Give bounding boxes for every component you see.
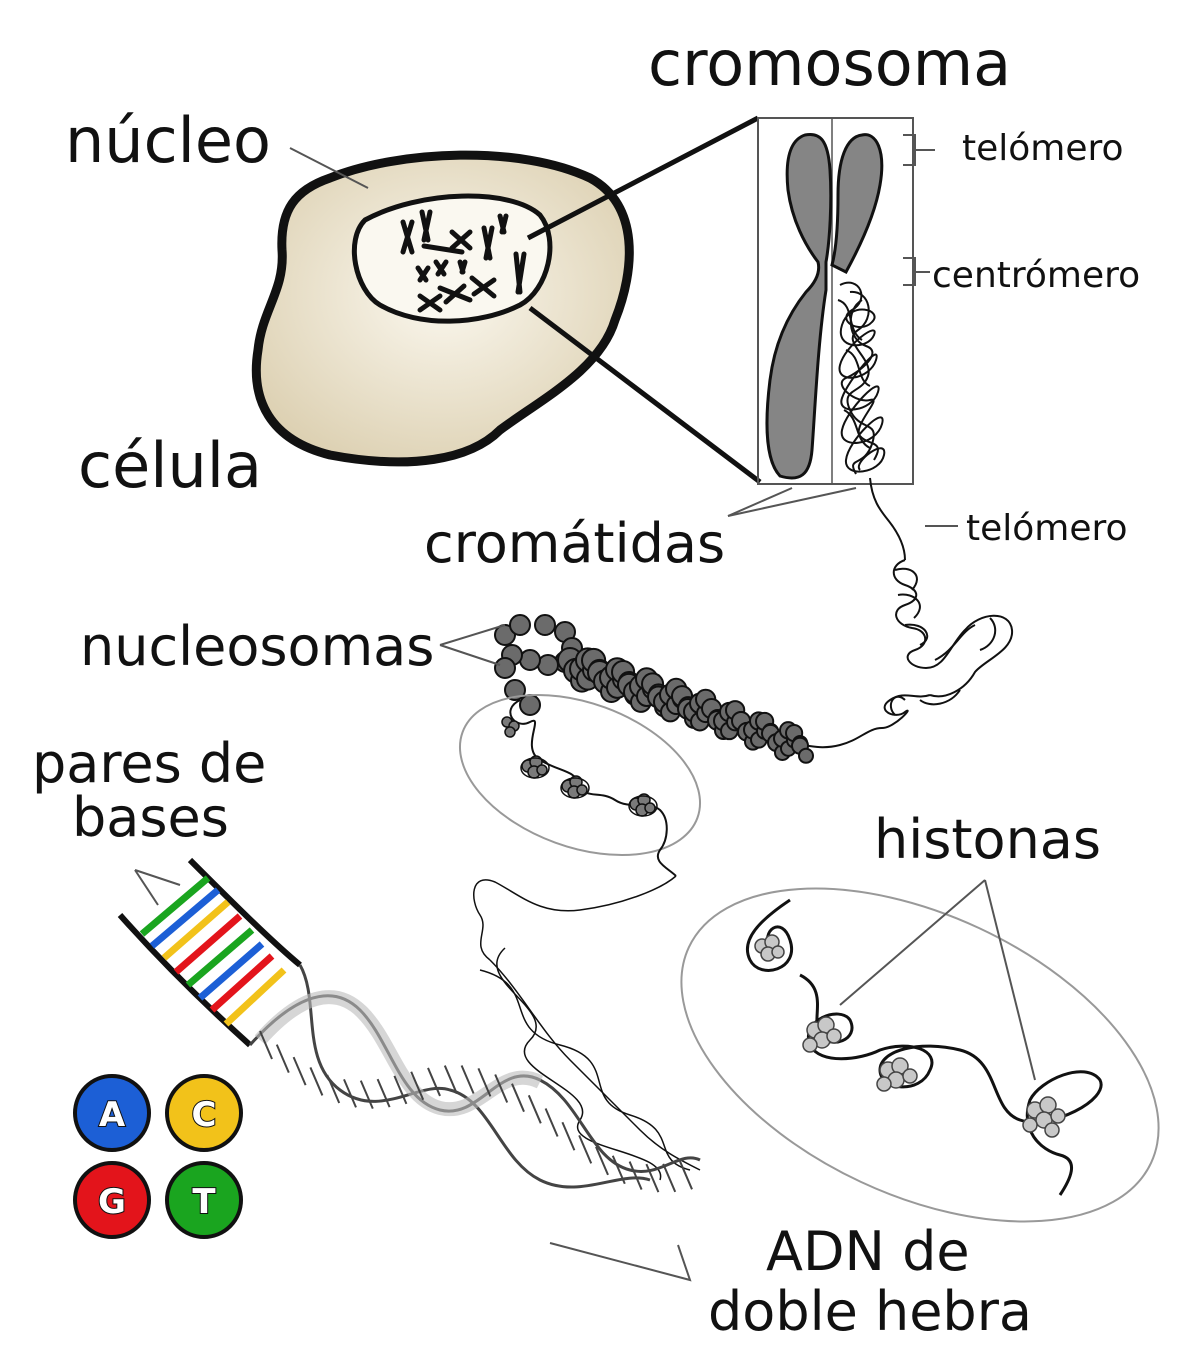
nucleo-leader <box>289 147 369 189</box>
large-histones <box>754 934 1066 1138</box>
base-legend: A C G T <box>73 1074 243 1239</box>
base-badge-c-circle <box>165 1074 243 1152</box>
chromosome-panel <box>727 117 935 517</box>
label-nucleosomas: nucleosomas <box>80 615 434 678</box>
label-telomero-bottom: telómero <box>966 508 1128 549</box>
chromatin-coil <box>837 281 886 475</box>
cromatidas-leader-2 <box>727 487 857 517</box>
helix-backbone-left <box>117 913 253 1048</box>
small-linker-dna <box>509 699 677 877</box>
nucleus-chromosomes <box>400 209 527 313</box>
chromatin-fiber <box>799 477 1014 749</box>
helix-backbone-right <box>187 857 302 968</box>
label-adn-line2: doble hebra <box>708 1280 1032 1343</box>
small-oval <box>458 693 702 857</box>
base-badge-g-letter: G <box>98 1182 126 1222</box>
histone-zoom-large <box>680 879 1160 1223</box>
label-nucleo: núcleo <box>65 104 271 177</box>
label-pares-line1: pares de <box>32 732 266 795</box>
adn-leader <box>549 1242 692 1282</box>
base-badge-g-circle <box>73 1161 151 1239</box>
pares-leader-1 <box>134 869 159 906</box>
nucleus-envelope <box>351 193 553 324</box>
labels: cromosoma núcleo célula telómero centróm… <box>32 27 1140 1343</box>
label-pares-line2: bases <box>72 786 229 849</box>
base-badge-a: A <box>73 1074 151 1152</box>
label-telomero-top: telómero <box>962 128 1124 169</box>
centromero-bracket <box>903 257 930 286</box>
cell <box>251 115 762 484</box>
dna-thin-helix <box>473 875 701 1181</box>
chromatid-left <box>765 132 833 480</box>
label-cromatidas: cromátidas <box>424 512 725 575</box>
telomero-bracket <box>903 134 935 166</box>
histonas-leader-2 <box>984 879 1036 1081</box>
zoom-line-bottom <box>528 306 762 484</box>
small-histones <box>501 716 656 817</box>
pares-leader-2 <box>134 869 181 886</box>
nucleosomas-leader-2 <box>439 644 501 666</box>
base-badge-t: T <box>165 1161 243 1239</box>
zoom-line-top <box>526 115 760 241</box>
base-badge-c-letter: C <box>192 1095 217 1135</box>
dna-double-helix <box>117 857 701 1193</box>
label-celula: célula <box>78 429 262 502</box>
histonas-leader-1 <box>839 879 986 1006</box>
base-badge-a-circle <box>73 1074 151 1152</box>
base-badge-g: G <box>73 1161 151 1239</box>
chromatid-right-top <box>830 133 884 274</box>
base-badge-t-letter: T <box>192 1182 216 1222</box>
label-cromosoma: cromosoma <box>648 27 1011 100</box>
nucleosome-beads <box>494 614 814 764</box>
large-oval <box>680 887 1160 1223</box>
base-badge-c: C <box>165 1074 243 1152</box>
base-pairs <box>139 875 287 1027</box>
nucleosome-zoom-small <box>458 693 702 877</box>
nucleosomas-leader-1 <box>439 624 506 646</box>
large-linker-dna <box>745 898 1103 1196</box>
base-badge-a-letter: A <box>99 1095 126 1135</box>
cromatidas-leader-1 <box>727 487 793 517</box>
label-centromero: centrómero <box>932 255 1140 296</box>
label-histonas: histonas <box>874 808 1101 871</box>
label-adn-line1: ADN de <box>766 1220 970 1283</box>
base-badge-t-circle <box>165 1161 243 1239</box>
